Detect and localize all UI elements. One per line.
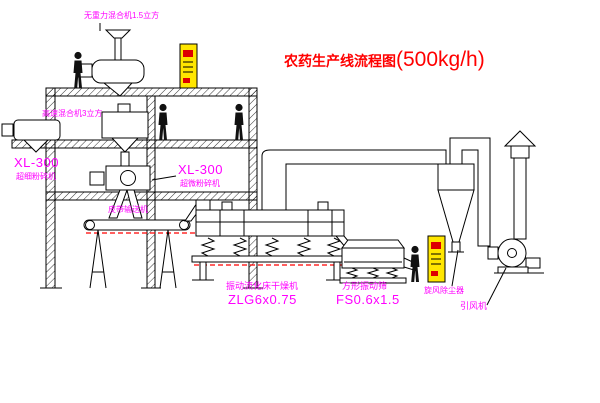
- label-high-speed-mixer: 高速混合机3立方: [42, 109, 103, 118]
- control-cabinet-top: [179, 43, 198, 89]
- label-mill-mid-name: 超微粉碎机: [180, 179, 220, 188]
- pulverizer-mill: [89, 165, 151, 219]
- label-dryer-model: ZLG6x0.75: [228, 292, 297, 307]
- label-dryer-name: 振动流化床干燥机: [226, 281, 299, 291]
- label-top-mixer: 无重力混合机1.5立方: [84, 11, 160, 20]
- label-belt-conveyor: 皮带输送机: [108, 205, 148, 214]
- label-screen-name: 方形振动筛: [342, 281, 388, 291]
- diagram-title: 农药生产线流程图(500kg/h): [284, 48, 485, 72]
- high-speed-mixer: [1, 119, 61, 153]
- title-capacity: (500kg/h): [396, 48, 485, 71]
- cyclone-separator: [437, 137, 491, 253]
- label-cyclone: 旋风除尘器: [424, 286, 464, 295]
- label-screen-model: FS0.6x1.5: [336, 292, 400, 307]
- top-mixer: [77, 23, 145, 97]
- label-mill-left-name: 超细粉碎机: [16, 172, 56, 181]
- vibrating-screen: [339, 239, 418, 284]
- belt-conveyor: [83, 202, 204, 289]
- leader-lines: [151, 175, 507, 306]
- induced-draft-fan: [487, 157, 544, 274]
- control-cabinet-right: [427, 235, 446, 283]
- label-mill-left-model: XL-300: [14, 155, 59, 170]
- building-frame: [11, 87, 263, 289]
- label-fan: 引风机: [460, 301, 488, 311]
- exhaust-stack-cap: [503, 130, 537, 159]
- label-mill-mid-model: XL-300: [178, 162, 223, 177]
- main-duct: [258, 149, 447, 211]
- person-roof: [73, 51, 83, 88]
- person-floor2-left: [158, 103, 168, 140]
- mixing-hopper: [101, 103, 149, 167]
- person-ground: [410, 245, 420, 282]
- fluid-bed-dryer: [191, 199, 356, 281]
- person-floor2-right: [234, 103, 244, 140]
- title-text: 农药生产线流程图: [284, 53, 396, 69]
